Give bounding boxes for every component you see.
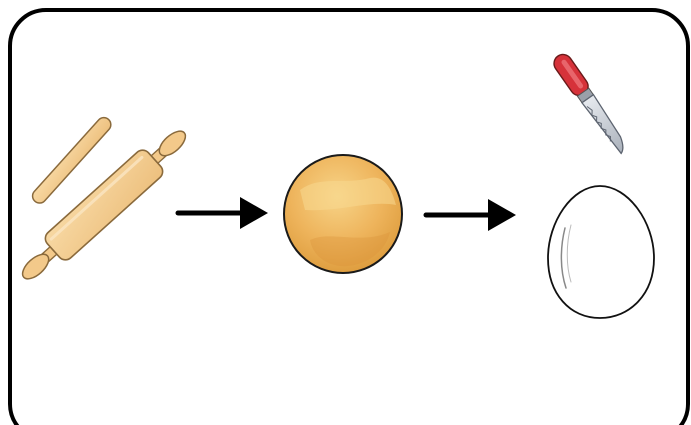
- rolling-pin-body: [21, 130, 187, 280]
- rolling-pin-icon: [21, 116, 187, 280]
- dough-circle-icon: [283, 154, 403, 274]
- knife-icon: [553, 53, 624, 155]
- egg-shape-icon: [547, 185, 655, 319]
- arrow-right-icon: [423, 199, 516, 231]
- arrow-right-icon: [175, 197, 268, 229]
- wooden-stick-icon: [31, 116, 112, 204]
